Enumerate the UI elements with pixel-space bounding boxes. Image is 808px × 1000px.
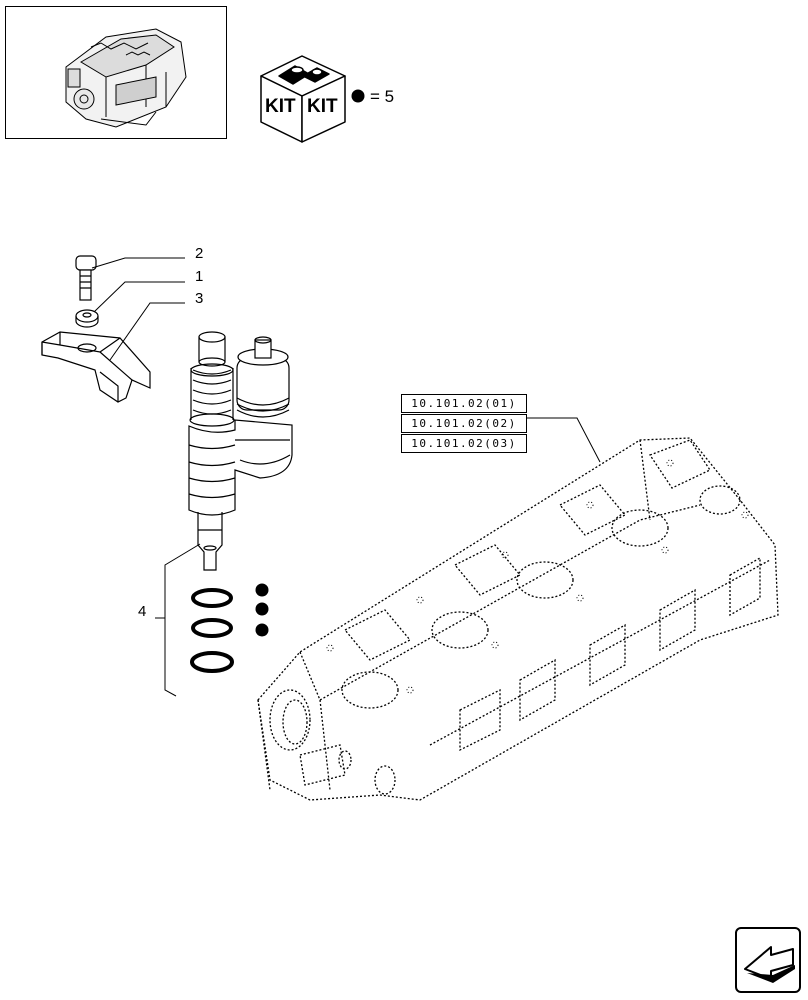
kit-quantity: = 5 bbox=[370, 87, 395, 106]
engine-thumbnail-icon bbox=[65, 28, 187, 128]
seal-rings bbox=[190, 588, 234, 673]
filled-dot-icon bbox=[351, 89, 365, 103]
next-page-arrow-icon bbox=[744, 946, 795, 983]
bolt-part bbox=[75, 255, 97, 301]
callout-1: 1 bbox=[195, 268, 204, 285]
kit-box-icon: KIT KIT bbox=[260, 55, 346, 143]
seal-bullets bbox=[255, 583, 269, 637]
washer-part bbox=[75, 309, 99, 328]
engine-thumbnail-frame bbox=[5, 6, 227, 139]
next-page-button[interactable] bbox=[735, 927, 801, 993]
reference-link-01[interactable]: 10.101.02(01) bbox=[401, 394, 527, 413]
callout-2: 2 bbox=[195, 245, 204, 262]
reference-link-03[interactable]: 10.101.02(03) bbox=[401, 434, 527, 453]
clamp-part bbox=[41, 331, 151, 403]
kit-label-left: KIT bbox=[265, 96, 296, 117]
callout-3: 3 bbox=[195, 290, 204, 307]
head-bolt-holes bbox=[326, 459, 749, 694]
kit-label-right: KIT bbox=[307, 96, 338, 117]
leader-lines bbox=[91, 257, 601, 697]
injector-part bbox=[188, 331, 293, 571]
cylinder-head-outline bbox=[257, 437, 779, 801]
reference-link-02[interactable]: 10.101.02(02) bbox=[401, 414, 527, 433]
callout-4: 4 bbox=[138, 603, 147, 620]
